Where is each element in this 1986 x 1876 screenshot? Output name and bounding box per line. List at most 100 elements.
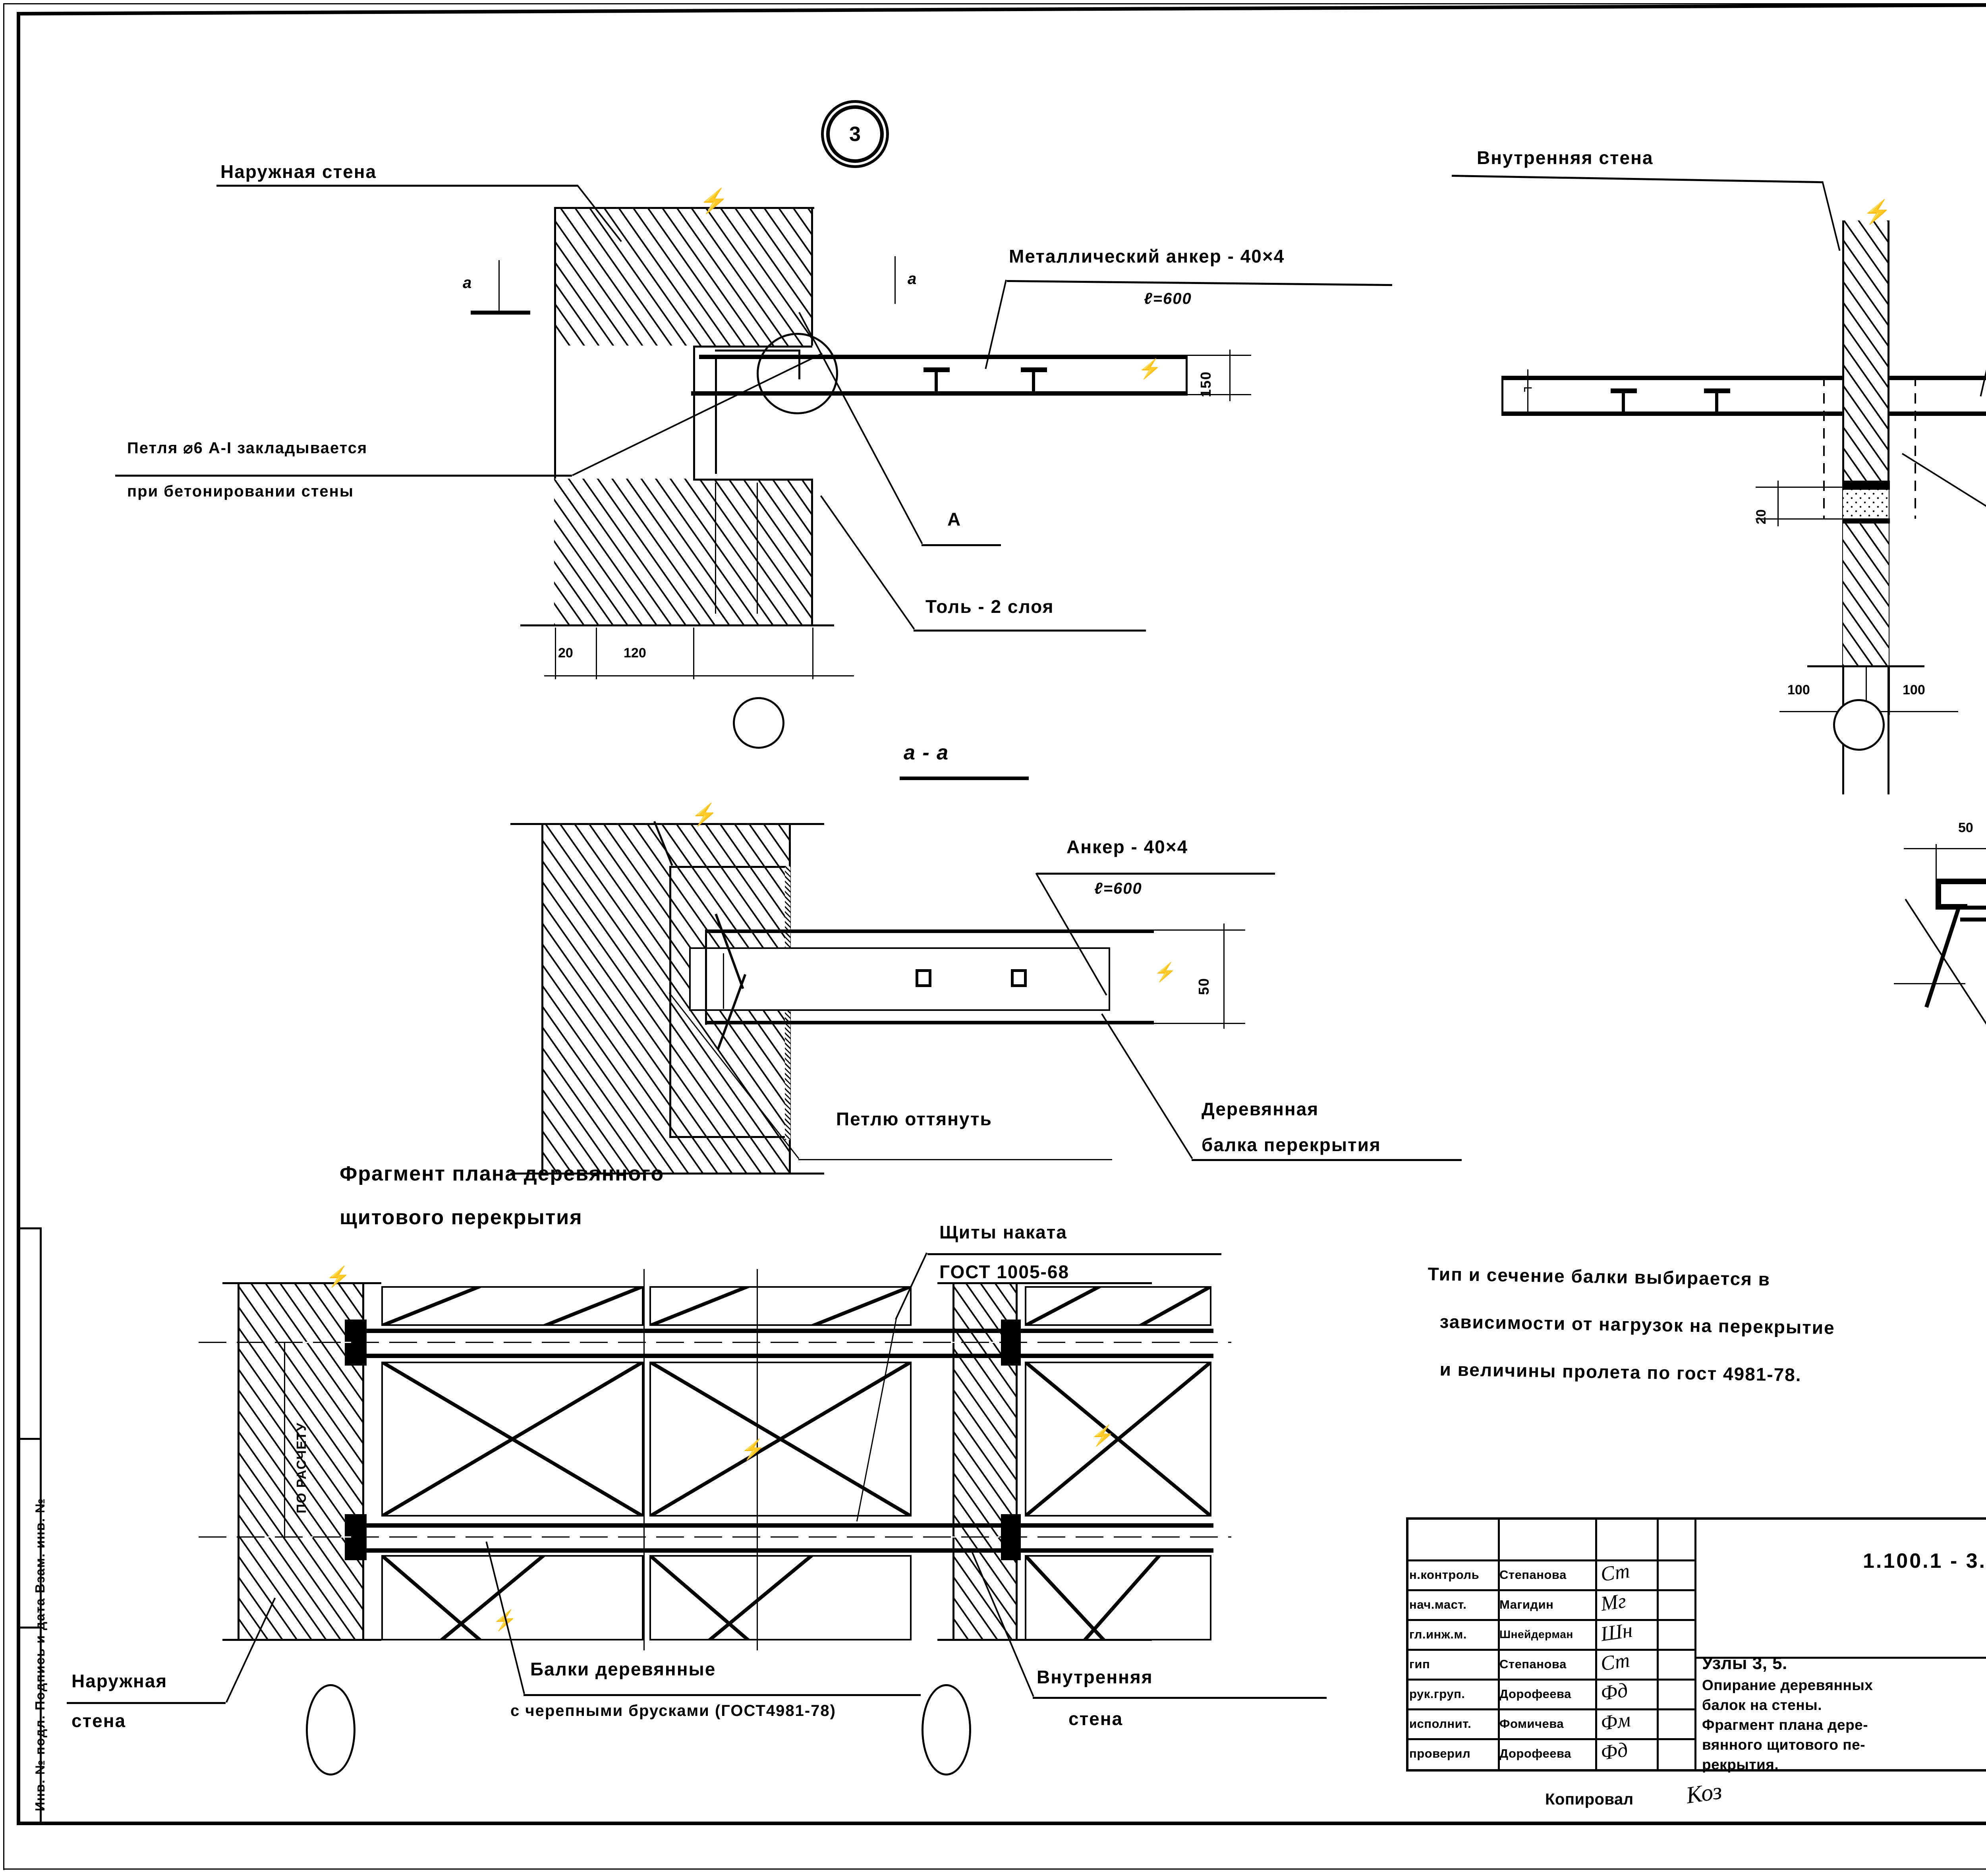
node3-loop-leg [715,355,717,474]
node3-detail-a-circle [757,333,838,414]
detailA-plate-top [1938,879,1986,884]
node5-slab-left-top [1501,376,1843,380]
node5-inner-wall-upper [1843,220,1889,491]
node3-outer-wall-lower [554,479,812,626]
node3-detail-a-label: А [947,509,962,529]
plan-centerline-top [199,1342,1231,1343]
plan-panel-4-cross [381,1286,643,1326]
tb-sign-6: Фд [1599,1738,1629,1765]
node5-dim-100-left: 100 [1787,682,1810,697]
plan-panel-9-cross [1025,1555,1161,1640]
plan-inner-wall-top [937,1282,1152,1284]
node3-dim150-text: 150 [1198,371,1214,397]
node5-section-arrow-left [1527,369,1528,413]
node3-tol-leader-diag [820,495,915,630]
plan-centerline-bottom [199,1536,1231,1538]
section-aa-beam-leader [1192,1159,1462,1161]
node3-anchor-length: ℓ=600 [1144,290,1192,307]
section-aa-anchor-hole-1 [916,969,931,987]
margin-row-1 [17,1227,41,1229]
node3-dim150-ext-top [1144,355,1251,356]
section-aa-beam-top [705,929,1154,933]
tb-sign-3: Ст [1599,1649,1631,1675]
plan-outer-wall-break: ⚡ [326,1265,352,1288]
node3-break-mark-dim: ⚡ [1138,359,1163,380]
node3-break-symbol: ⚡ [699,187,730,214]
plan-outer-wall-bottom [222,1639,381,1641]
tb-col-4 [1694,1520,1696,1769]
plan-title-line1: Фрагмент плана деревянного [340,1162,665,1185]
margin-row-2 [17,1438,41,1440]
plan-beams-label-1: Балки деревянные [530,1659,716,1679]
section-aa-beam-bottom [705,1021,1154,1024]
tb-row-sep-2 [1408,1619,1694,1621]
node3-slab-top [699,355,1188,359]
tb-name-1: Магидин [1499,1598,1554,1611]
node3-wall-left-edge [554,209,556,626]
section-aa-beam-leader-diag [1101,1013,1193,1159]
node5-inner-wall-lower [1843,524,1889,667]
note-line-1: Тип и сечение балки выбирается в [1428,1263,1771,1290]
node3-wall-inner-line1 [715,483,716,614]
node5-dim20-ext-bot [1756,518,1845,520]
section-aa-dim-break: ⚡ [1154,962,1178,982]
tb-title-line5: вянного щитового пе- [1702,1737,1866,1753]
tb-sign-2: Шн [1599,1619,1634,1646]
plan-outer-wall-label-2: стена [71,1710,126,1731]
plan-beams-label-2: с черепными брусками (ГОСТ4981-78) [510,1702,836,1720]
plan-break-symbol-3: ⚡ [1090,1424,1116,1447]
node3-outer-wall-label: Наружная стена [220,161,377,182]
node3-slab-right-edge [1186,355,1188,396]
tb-name-4: Дорофеева [1499,1687,1571,1701]
node3-loop-label-line2: при бетонировании стены [127,483,354,500]
section-aa-anchor-label: Анкер - 40×4 [1066,837,1188,857]
plan-panel-1-cross [381,1362,643,1517]
detailA-dim50-line [1904,848,1986,849]
plan-beam-2-bot [357,1548,1025,1553]
plan-panel-5-cross [649,1286,912,1326]
node3-recess-bottom [693,479,812,481]
section-aa-pocket-bottom [669,1136,790,1138]
tb-sign-5: Фм [1599,1708,1632,1735]
node3-slab-bottom [691,391,1188,396]
plan-panels-label-1: Щиты наката [939,1222,1067,1242]
node5-dash-right [1915,376,1916,519]
tb-row-drawnum-sep [1694,1657,1986,1659]
detailA-plate-hook-left [1936,879,1941,910]
plan-panel-7 [381,1555,643,1640]
node5-slab-left-bottom [1501,412,1843,416]
section-aa-pocket-left [669,866,671,1138]
section-aa-wall-bottom [510,1173,824,1175]
tb-row-sep-6 [1408,1738,1694,1740]
tb-row-sep-4 [1408,1679,1694,1681]
node3-dim150-ext-bot [1144,394,1251,395]
node3-loop-label-line1: Петля ⌀6 A-I закладывается [127,439,368,457]
tb-title-line2: Опирание деревянных [1702,1677,1873,1693]
plan-outer-wall-top [222,1282,381,1284]
node5-wall-bottom-edge [1807,665,1924,667]
node5-dash-left [1823,376,1825,519]
node3-recess-top [693,346,812,348]
plan-ref-circle-1 [306,1684,355,1776]
plan-panel-5 [649,1286,912,1326]
node5-dim-100-right: 100 [1903,682,1925,697]
plan-dim-line [284,1342,285,1538]
node5-wall-leader [1451,175,1823,184]
node3-tol-label: Толь - 2 слоя [925,596,1054,617]
tb-row-sep-1 [1408,1589,1694,1591]
plan-beam-1-bot [357,1354,1025,1358]
note-line-2: зависимости от нагрузок на перекрытие [1439,1311,1835,1338]
node5-dim-ext3 [1889,667,1890,715]
node5-wall-label: Внутренняя стена [1477,147,1654,168]
plan-break-symbol-1: ⚡ [741,1438,767,1461]
node5-slab-right-bottom [1889,412,1986,416]
node-mark-3-label: 3 [849,122,861,146]
node-mark-3: 3 [826,105,884,163]
tb-name-6: Дорофеева [1499,1747,1571,1760]
sheet-trim-left [3,3,4,1870]
detailA-dim50-ext1 [1936,844,1937,882]
section-aa-anchor-leader [1037,873,1275,875]
node3-detail-a-leader [922,544,1001,546]
plan-inner-wall-label-1: Внутренняя [1037,1667,1153,1687]
detailA-arm-top [1960,906,1986,910]
